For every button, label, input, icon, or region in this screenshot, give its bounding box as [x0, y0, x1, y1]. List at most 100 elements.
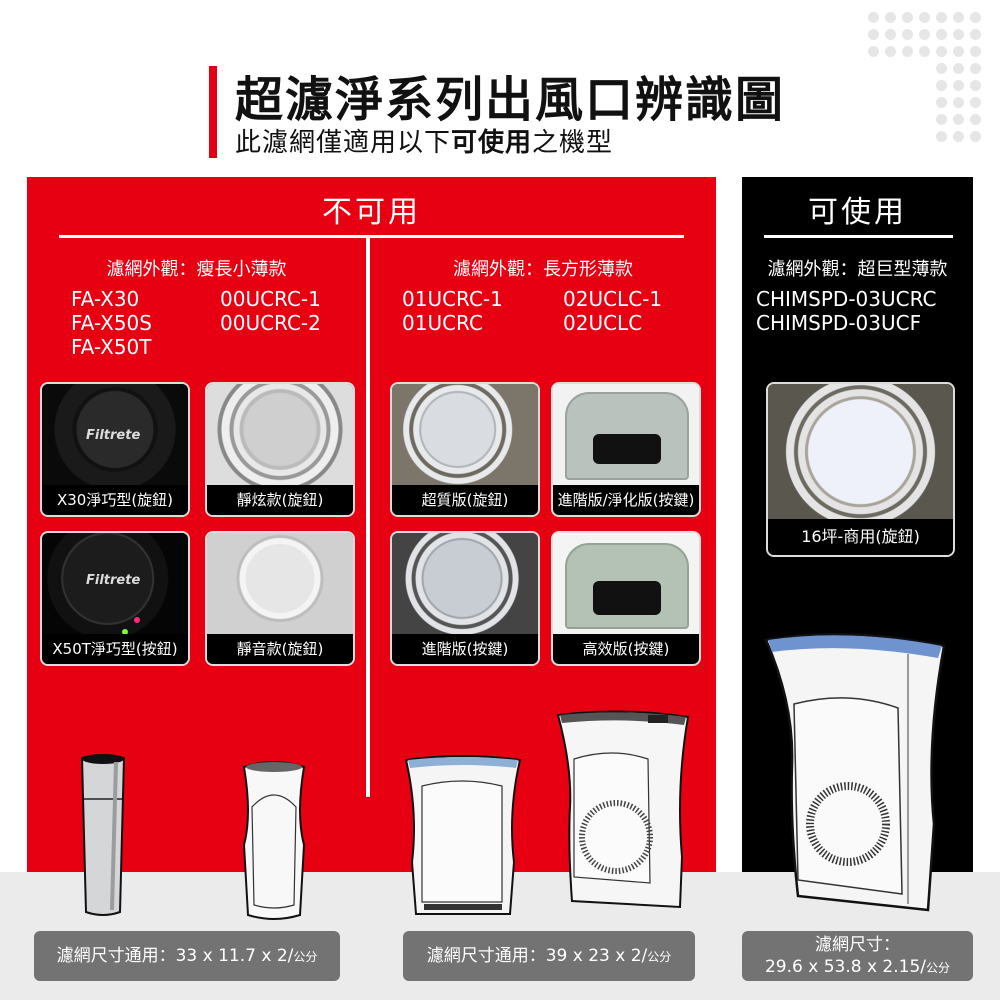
decorative-dot: [902, 46, 913, 57]
x50t-dial-image: Filtrete: [42, 533, 188, 635]
photo-caption: 高效版(按鍵): [553, 634, 699, 664]
x30-dial-image: Filtrete: [42, 384, 188, 485]
advanced-dial-image: [392, 533, 538, 634]
photo-quiet-style: 靜音款(旋鈕): [205, 531, 355, 666]
usable-appearance: 濾網外觀：超巨型薄款: [767, 259, 948, 280]
decorative-dot: [936, 29, 947, 40]
photo-high-efficiency: 高效版(按鍵): [551, 531, 701, 666]
decorative-dot: [902, 29, 913, 40]
decorative-dot: [953, 29, 964, 40]
decorative-dot: [936, 131, 947, 142]
filtrete-logo: Filtrete: [86, 573, 141, 588]
decorative-dot: [919, 46, 930, 57]
decorative-dot: [936, 114, 947, 125]
decorative-dot: [936, 80, 947, 91]
decorative-dot: [970, 46, 981, 57]
subtitle-text-end: 之機型: [532, 128, 614, 158]
heading-divider: [59, 235, 684, 238]
photo-commercial: 16坪-商用(旋鈕): [766, 382, 955, 557]
group1-models-col2: 00UCRC-1 00UCRC-2: [220, 287, 321, 335]
decorative-dot: [970, 12, 981, 23]
group1-models-col1: FA-X30 FA-X50S FA-X50T: [71, 287, 152, 359]
green-led: [122, 629, 128, 635]
photo-caption: 進階版(按鍵): [392, 634, 538, 664]
size-value: 29.6 x 53.8 x 2.15/: [764, 956, 926, 977]
size-text-group1: 濾網尺寸通用：33 x 11.7 x 2/公分: [34, 945, 340, 968]
decorative-dot: [936, 63, 947, 74]
display-screen: [593, 581, 661, 615]
photo-caption: 靜炫款(旋鈕): [207, 485, 353, 515]
subtitle-emphasis: 可使用: [451, 128, 533, 158]
tower-purifier-dark-illustration: [80, 754, 126, 916]
usable-models: CHIMSPD-03UCRC CHIMSPD-03UCF: [756, 287, 937, 335]
filtrete-logo: Filtrete: [86, 428, 141, 443]
title-accent-bar: [209, 66, 217, 158]
decorative-dot: [868, 46, 879, 57]
decorative-dot: [902, 12, 913, 23]
decorative-dot: [953, 114, 964, 125]
tower-purifier-white-illustration: [242, 761, 306, 920]
decorative-dot: [970, 29, 981, 40]
photo-advanced: 進階版(按鍵): [390, 531, 540, 666]
decorative-dot: [953, 131, 964, 142]
subtitle-text: 此濾網僅適用以下: [235, 128, 452, 158]
decorative-dot: [868, 29, 879, 40]
decorative-dot: [970, 114, 981, 125]
page-subtitle: 此濾網僅適用以下可使用之機型: [235, 122, 613, 159]
photo-caption: 16坪-商用(旋鈕): [768, 519, 953, 555]
size-text-usable: 29.6 x 53.8 x 2.15/公分: [742, 956, 973, 979]
size-box-group2: 濾網尺寸通用：39 x 23 x 2/公分: [403, 931, 695, 981]
decorative-dot: [970, 131, 981, 142]
decorative-dot: [885, 29, 896, 40]
rectangular-purifier-large-illustration: [556, 710, 690, 909]
photo-x30: Filtrete X30淨巧型(旋鈕): [40, 382, 190, 517]
advanced-purify-panel-image: [553, 384, 699, 485]
premium-dial-image: [392, 384, 538, 485]
usable-heading: 可使用: [808, 195, 907, 230]
size-text-group2: 濾網尺寸通用：39 x 23 x 2/公分: [403, 945, 695, 968]
decorative-dot: [919, 12, 930, 23]
group2-models-col1: 01UCRC-1 01UCRC: [402, 287, 503, 335]
decorative-dot: [868, 12, 879, 23]
size-box-group1: 濾網尺寸通用：33 x 11.7 x 2/公分: [34, 931, 340, 981]
size-unit: 公分: [926, 960, 951, 975]
decorative-dot: [885, 46, 896, 57]
decorative-dot: [970, 63, 981, 74]
decorative-dot: [885, 12, 896, 23]
photo-caption: 進階版/淨化版(按鍵): [553, 485, 699, 515]
column-divider: [366, 237, 370, 797]
pink-led: [134, 617, 140, 623]
size-label: 濾網尺寸通用：33 x 11.7 x 2/: [56, 945, 294, 966]
usable-purifier-illustration: [764, 632, 946, 912]
decorative-dot-grid: [868, 12, 988, 147]
size-box-usable: 濾網尺寸： 29.6 x 53.8 x 2.15/公分: [742, 931, 973, 981]
rectangular-purifier-small-illustration: [404, 755, 522, 915]
size-unit: 公分: [293, 949, 318, 964]
photo-silent-style: 靜炫款(旋鈕): [205, 382, 355, 517]
decorative-dot: [936, 97, 947, 108]
size-unit: 公分: [647, 949, 672, 964]
decorative-dot: [953, 12, 964, 23]
commercial-dial-image: [768, 384, 953, 525]
photo-caption: X30淨巧型(旋鈕): [42, 485, 188, 515]
decorative-dot: [919, 29, 930, 40]
size-label: 濾網尺寸通用：39 x 23 x 2/: [426, 945, 648, 966]
photo-x50t: Filtrete X50T淨巧型(按鈕): [40, 531, 190, 666]
high-efficiency-panel-image: [553, 533, 699, 634]
heading-divider: [764, 235, 953, 238]
photo-premium: 超質版(旋鈕): [390, 382, 540, 517]
size-label: 濾網尺寸：: [815, 934, 900, 955]
decorative-dot: [953, 63, 964, 74]
group2-models-col2: 02UCLC-1 02UCLC: [563, 287, 663, 335]
photo-advanced-purify: 進階版/淨化版(按鍵): [551, 382, 701, 517]
page-title: 超濾淨系列出風口辨識圖: [235, 72, 786, 128]
decorative-dot: [970, 80, 981, 91]
silent-style-dial-image: [207, 384, 353, 485]
decorative-dot: [953, 80, 964, 91]
photo-caption: X50T淨巧型(按鈕): [42, 634, 188, 664]
decorative-dot: [936, 46, 947, 57]
quiet-style-dial-image: [207, 533, 353, 634]
group2-appearance: 濾網外觀：長方形薄款: [453, 259, 633, 280]
photo-caption: 超質版(旋鈕): [392, 485, 538, 515]
not-usable-heading: 不可用: [322, 195, 421, 230]
